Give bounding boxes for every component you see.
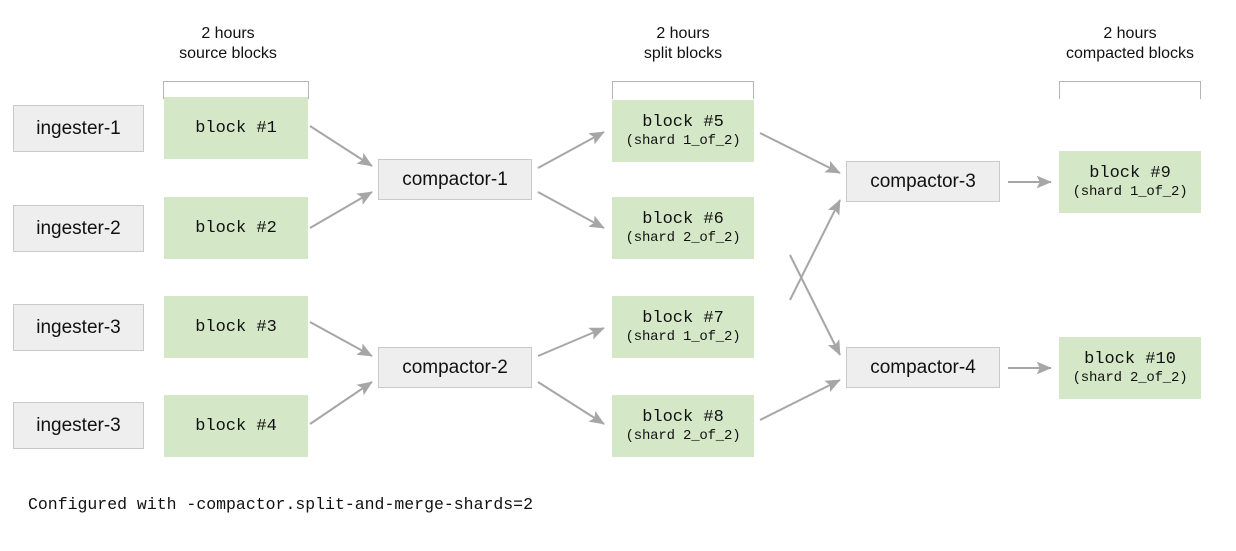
compactor-label: compactor-1 [402, 168, 508, 190]
block-shard-label: (shard 2_of_2) [625, 230, 741, 246]
arrow-block8-to-compactor4 [759, 379, 841, 421]
block-title: block #10 [1084, 350, 1176, 369]
bracket-split-blocks [612, 81, 754, 99]
block-shard-label: (shard 1_of_2) [625, 133, 741, 149]
block-shard-label: (shard 1_of_2) [625, 329, 741, 345]
source-block-4[interactable]: block #4 [164, 395, 308, 457]
block-title: block #6 [642, 210, 724, 229]
arrow-compactor1-to-block5 [537, 131, 605, 169]
column-header-line1: 2 hours [201, 25, 255, 42]
arrow-compactor2-to-block7 [537, 327, 605, 357]
compactor-box-4[interactable]: compactor-4 [846, 347, 1000, 388]
arrow-block4-to-compactor2 [309, 381, 373, 425]
block-title: block #5 [642, 113, 724, 132]
block-title: block #9 [1089, 164, 1171, 183]
block-title: block #7 [642, 309, 724, 328]
ingester-box-1[interactable]: ingester-1 [13, 105, 144, 152]
column-header-line1: 2 hours [656, 25, 710, 42]
source-block-2[interactable]: block #2 [164, 197, 308, 259]
block-title: block #4 [195, 416, 277, 436]
block-shard-label: (shard 2_of_2) [625, 428, 741, 444]
arrow-block5-to-compactor3 [759, 132, 841, 174]
ingester-box-2[interactable]: ingester-2 [13, 205, 144, 252]
ingester-label: ingester-3 [36, 414, 121, 436]
compactor-label: compactor-3 [870, 170, 976, 192]
arrow-block2-to-compactor1 [309, 191, 373, 229]
column-header-compacted-blocks: 2 hours compacted blocks [1055, 24, 1205, 64]
compacted-block-9[interactable]: block #9 (shard 1_of_2) [1059, 151, 1201, 213]
compactor-box-2[interactable]: compactor-2 [378, 347, 532, 388]
compactor-box-1[interactable]: compactor-1 [378, 159, 532, 200]
column-header-source-blocks: 2 hours source blocks [158, 24, 298, 64]
column-header-line2: source blocks [179, 45, 277, 62]
arrow-block3-to-compactor2 [309, 321, 373, 357]
block-shard-label: (shard 1_of_2) [1072, 184, 1188, 200]
footer-config-note: Configured with -compactor.split-and-mer… [28, 495, 533, 514]
split-block-8[interactable]: block #8 (shard 2_of_2) [612, 395, 754, 457]
arrow-block6-to-compactor4 [789, 254, 841, 356]
ingester-box-4[interactable]: ingester-3 [13, 402, 144, 449]
arrow-block7-to-compactor3 [789, 199, 841, 301]
arrow-compactor2-to-block8 [537, 381, 605, 425]
block-title: block #1 [195, 118, 277, 138]
bracket-compacted-blocks [1059, 81, 1201, 99]
source-block-3[interactable]: block #3 [164, 296, 308, 358]
ingester-label: ingester-3 [36, 316, 121, 338]
bracket-source-blocks [163, 81, 309, 99]
column-header-split-blocks: 2 hours split blocks [612, 24, 754, 64]
compactor-label: compactor-2 [402, 356, 508, 378]
split-block-5[interactable]: block #5 (shard 1_of_2) [612, 100, 754, 162]
column-header-line2: compacted blocks [1065, 45, 1195, 62]
column-header-line1: 2 hours [1103, 25, 1157, 42]
block-title: block #3 [195, 317, 277, 337]
block-title: block #8 [642, 408, 724, 427]
compacted-block-10[interactable]: block #10 (shard 2_of_2) [1059, 337, 1201, 399]
compactor-box-3[interactable]: compactor-3 [846, 161, 1000, 202]
column-header-line2: split blocks [643, 45, 723, 62]
ingester-label: ingester-1 [36, 117, 121, 139]
arrow-compactor1-to-block6 [537, 191, 605, 229]
ingester-label: ingester-2 [36, 217, 121, 239]
block-title: block #2 [195, 218, 277, 238]
block-shard-label: (shard 2_of_2) [1072, 370, 1188, 386]
split-block-6[interactable]: block #6 (shard 2_of_2) [612, 197, 754, 259]
ingester-box-3[interactable]: ingester-3 [13, 304, 144, 351]
compactor-label: compactor-4 [870, 356, 976, 378]
split-block-7[interactable]: block #7 (shard 1_of_2) [612, 296, 754, 358]
arrow-block1-to-compactor1 [309, 125, 373, 167]
source-block-1[interactable]: block #1 [164, 97, 308, 159]
